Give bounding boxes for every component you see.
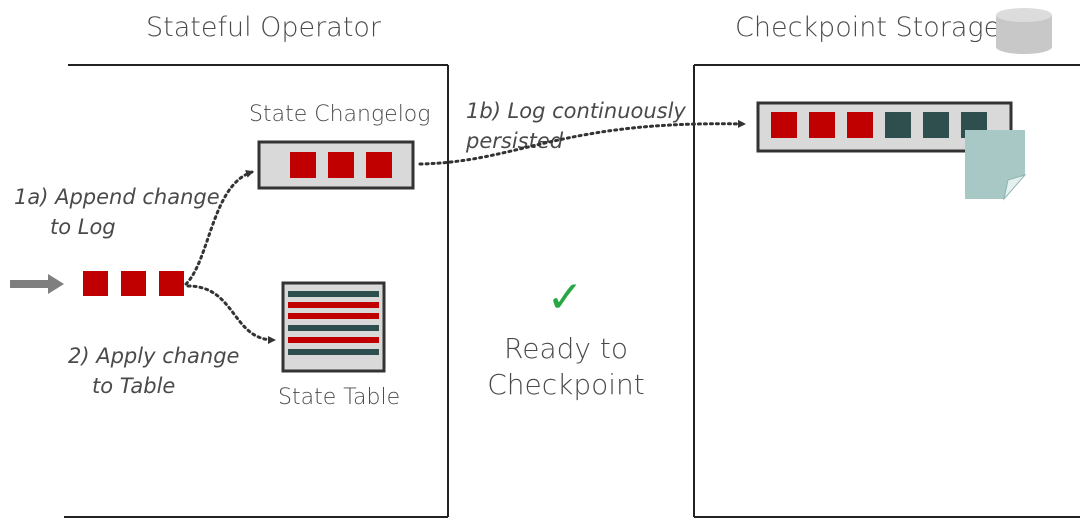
- storage-entry-dark: [885, 112, 911, 138]
- operator-panel-title: Stateful Operator: [146, 12, 382, 43]
- database-icon: [996, 8, 1052, 54]
- table-row: [288, 337, 379, 343]
- step-2-line1: 2) Apply change: [68, 344, 240, 368]
- operator-panel-frame: [64, 64, 449, 518]
- apply-flow-arrow: [186, 284, 276, 344]
- persist-flow-arrow: [418, 119, 746, 166]
- incoming-arrow-icon: [10, 274, 64, 294]
- incoming-change-entry: [159, 271, 184, 296]
- table-row: [288, 291, 379, 297]
- changelog-entry: [290, 152, 316, 178]
- incoming-change-entry: [83, 271, 108, 296]
- storage-entry-red: [847, 112, 873, 138]
- storage-entry-red: [771, 112, 797, 138]
- state-table-label: State Table: [278, 385, 401, 410]
- step-2-line2: to Table: [92, 374, 176, 398]
- storage-entry-red: [809, 112, 835, 138]
- table-row: [288, 313, 379, 319]
- storage-panel-title: Checkpoint Storage: [735, 12, 1001, 43]
- step-1a-line1: 1a) Append change: [14, 185, 220, 209]
- storage-panel-frame: [693, 64, 1080, 518]
- state-changelog-label: State Changelog: [249, 102, 431, 127]
- incoming-changes: [83, 271, 184, 296]
- table-row: [288, 325, 379, 331]
- changelog-entry: [366, 152, 392, 178]
- checkpoint-file-icon: [965, 130, 1027, 201]
- changelog-entry: [328, 152, 354, 178]
- state-changelog-box: [257, 140, 415, 190]
- table-row: [288, 302, 379, 308]
- append-flow-arrow: [184, 170, 254, 286]
- incoming-change-entry: [121, 271, 146, 296]
- storage-entry-dark: [923, 112, 949, 138]
- ready-status-line2: Checkpoint: [487, 368, 645, 401]
- state-table-box: [281, 281, 386, 373]
- step-1b-line1: 1b) Log continuously: [466, 99, 686, 123]
- ready-status-line1: Ready to: [504, 332, 628, 365]
- ready-check-icon: ✓: [546, 272, 584, 323]
- step-1a-line2: to Log: [50, 215, 116, 239]
- table-row: [288, 349, 379, 355]
